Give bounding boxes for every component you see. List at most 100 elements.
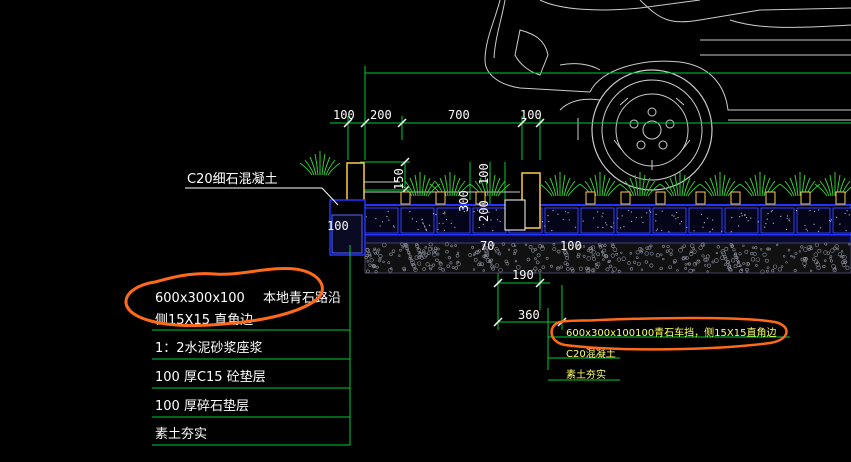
grass-blade — [399, 183, 413, 197]
gravel-dot — [616, 257, 621, 262]
gravel-dot — [428, 264, 433, 269]
gravel-dot — [839, 255, 842, 259]
gravel-dot — [711, 260, 715, 264]
gravel-dot — [733, 253, 738, 258]
concrete-speck — [818, 209, 820, 211]
gravel-dot — [403, 242, 408, 247]
gravel-dot — [639, 248, 644, 252]
gravel-dot — [764, 258, 769, 263]
gravel-dot — [552, 247, 557, 252]
grass-blade — [643, 177, 651, 197]
grass-blade — [645, 180, 656, 197]
gravel-dot — [734, 252, 738, 256]
concrete-speck — [450, 222, 452, 224]
gravel-dot — [765, 269, 769, 273]
concrete-speck — [617, 217, 619, 219]
concrete-speck — [741, 215, 743, 217]
gravel-dot — [706, 270, 709, 273]
concrete-speck — [593, 217, 595, 219]
gravel-dot — [644, 260, 648, 264]
gravel-dot — [417, 261, 422, 266]
concrete-speck — [417, 228, 419, 231]
concrete-speck — [562, 218, 564, 221]
gravel-dot — [533, 266, 538, 271]
gravel-dot — [762, 252, 767, 257]
gravel-dot — [772, 264, 778, 269]
concrete-speck — [848, 214, 850, 216]
gravel-dot — [578, 266, 583, 271]
grass-blade — [727, 183, 741, 197]
grass-paver-cell — [695, 191, 706, 205]
gravel-dot — [841, 262, 847, 268]
concrete-speck — [375, 218, 377, 220]
gravel-dot — [771, 269, 775, 273]
gravel-dot — [450, 244, 453, 248]
gravel-dot — [406, 248, 409, 252]
concrete-speck — [605, 222, 607, 224]
concrete-speck — [744, 214, 746, 217]
grass-blade — [714, 174, 719, 197]
gravel-dot — [669, 252, 673, 256]
gravel-dot — [516, 264, 521, 270]
gravel-dot — [400, 242, 404, 246]
concrete-speck — [711, 228, 714, 230]
gravel-dot — [589, 246, 594, 251]
gravel-dot — [413, 267, 418, 272]
concrete-speck — [675, 218, 677, 220]
concrete-speck — [813, 223, 815, 225]
concrete-speck — [444, 213, 446, 215]
grass-blade — [607, 183, 621, 197]
concrete-speck — [750, 217, 752, 219]
concrete-speck — [606, 224, 608, 226]
concrete-speck — [747, 220, 749, 222]
label-c20-concrete: C20细石混凝土 — [187, 171, 278, 187]
gravel-dot — [507, 248, 511, 251]
gravel-dot — [602, 253, 606, 257]
concrete-speck — [443, 229, 445, 231]
grass-blade — [493, 177, 501, 197]
gravel-dot — [824, 242, 828, 246]
concrete-speck — [551, 230, 553, 232]
gravel-dot — [692, 262, 698, 267]
gravel-dot — [533, 247, 537, 251]
gravel-dot — [809, 269, 813, 273]
grass-blade — [404, 180, 415, 197]
concrete-speck — [767, 213, 769, 215]
gravel-dot — [570, 268, 575, 273]
concrete-speck — [613, 222, 615, 224]
gravel-dot — [660, 253, 663, 256]
grass-blade — [723, 177, 731, 197]
concrete-speck — [668, 231, 670, 233]
gravel-dot — [803, 247, 808, 252]
grass-blade — [421, 174, 426, 197]
car-wheel — [591, 69, 713, 191]
concrete-speck — [582, 220, 584, 222]
grass-blade — [784, 180, 795, 197]
gravel-dot — [605, 267, 610, 272]
gravel-dot — [528, 245, 533, 249]
gravel-dot — [696, 259, 701, 264]
gravel-dot — [739, 264, 742, 268]
concrete-speck — [393, 226, 395, 228]
concrete-speck — [602, 212, 604, 214]
gravel-dot — [423, 252, 429, 258]
concrete-speck — [712, 219, 714, 221]
gravel-dot — [598, 242, 601, 246]
dim-360: 360 — [518, 308, 540, 322]
concrete-speck — [788, 220, 790, 222]
gravel-dot — [730, 245, 734, 249]
gravel-dot — [681, 256, 686, 261]
gravel-dot — [552, 242, 556, 246]
gravel-dot — [401, 245, 405, 249]
gravel-dot — [514, 260, 518, 263]
gravel-dot — [649, 244, 653, 248]
concrete-speck — [602, 226, 604, 229]
grass-paver-cell — [400, 191, 411, 205]
gravel-dot — [478, 249, 482, 253]
gravel-dot — [780, 265, 784, 268]
gravel-dot — [371, 264, 376, 269]
concrete-speck — [496, 219, 499, 221]
gravel-dot — [427, 251, 431, 255]
grass-blade — [425, 180, 436, 197]
